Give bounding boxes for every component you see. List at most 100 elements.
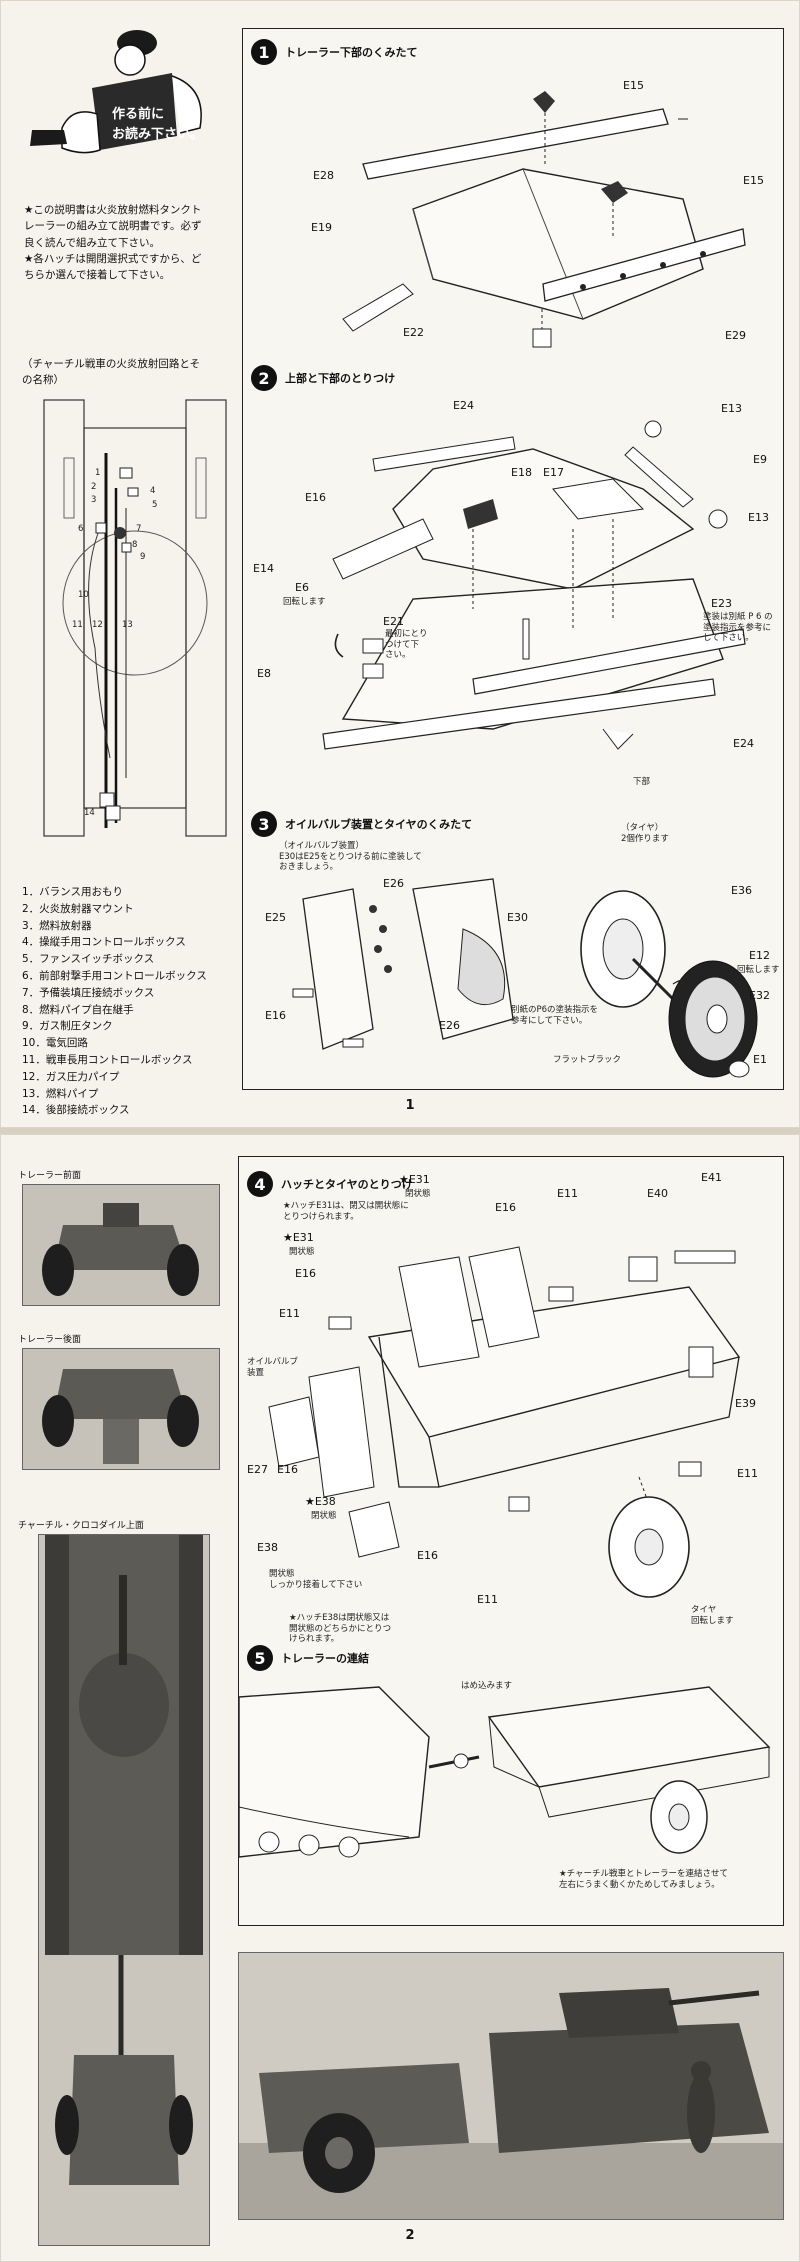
- step3-oil-valve-tire-diagram: [292, 878, 758, 1078]
- diagram-number: 9: [140, 552, 146, 562]
- e21-note: 最初にとり つけて下 さい。: [385, 629, 428, 661]
- legend-item: 13．燃料パイプ: [22, 1087, 99, 1100]
- step3-part-label: E16: [265, 1009, 286, 1022]
- step5-trailer-connection-diagram: [239, 1686, 771, 1858]
- e21-note-line: 最初にとり: [385, 629, 428, 639]
- instruction-page-2: トレーラー前面 トレーラー後面 チャーチル・クロコダイル上面: [0, 1134, 800, 2262]
- step4-part-label: E16: [417, 1549, 438, 1562]
- diagram-number: 8: [132, 540, 138, 550]
- oil-valve-label-line: 装置: [247, 1367, 265, 1378]
- step3-title: 3 オイルバルブ装置とタイヤのくみたて: [251, 811, 472, 837]
- oil-valve-label-line: オイルバルブ: [247, 1357, 299, 1367]
- diagram-number: 12: [92, 620, 103, 630]
- diagram-number: 2: [91, 482, 97, 492]
- hatch-note-line: ★ハッチE31は、閉又は開状態に: [283, 1201, 409, 1211]
- step4-part-label: E41: [701, 1171, 722, 1184]
- step1-part-label: E15: [623, 79, 644, 92]
- page-number-1: 1: [405, 1098, 415, 1113]
- e21-note-line: さい。: [385, 650, 411, 661]
- trailer-front-caption: トレーラー前面: [18, 1171, 82, 1181]
- diagram-number: 10: [78, 590, 89, 600]
- circuit-heading-line: （チャーチル戦車の火炎放射回路とそ: [22, 358, 201, 370]
- step2-title: 2 上部と下部のとりつけ: [251, 365, 395, 391]
- step1-lower-trailer-diagram: [342, 91, 746, 348]
- step2-title-text: 上部と下部のとりつけ: [285, 372, 396, 385]
- step2-part-label: E21: [383, 615, 404, 628]
- oil-valve-note-line: おきましょう。: [279, 862, 338, 873]
- attach-note-line: 開状態: [269, 1569, 295, 1579]
- step1-part-label: E15: [743, 174, 764, 187]
- diagram-number: 5: [152, 500, 158, 510]
- e23-paint-note: 塗装は別紙 P 6 の 塗装指示を参考に して下さい。: [703, 612, 773, 644]
- step4-part-label: E16: [277, 1463, 298, 1476]
- intro-line: ★各ハッチは開閉選択式ですから、ど: [24, 252, 202, 265]
- page-separator: [0, 1128, 800, 1134]
- step4-part-label: E27: [247, 1463, 268, 1476]
- step3-part-label: E26: [383, 877, 404, 890]
- legend-item: 14．後部接続ボックス: [22, 1104, 130, 1117]
- step4-title-text: ハッチとタイヤのとりつけ: [281, 1178, 413, 1191]
- attach-note-line: しっかり接着して下さい: [269, 1579, 363, 1590]
- legend-item: 8．燃料パイプ自在継手: [22, 1003, 134, 1016]
- legend-item: 7．予備装填圧接続ボックス: [22, 986, 155, 999]
- step3-part-label: E26: [439, 1019, 460, 1032]
- legend-item: 4．操縦手用コントロールボックス: [22, 936, 186, 949]
- step2-part-label: E23: [711, 597, 732, 610]
- diagram-number: 11: [72, 620, 83, 630]
- step5-note-line: 左右にうまく動くかためしてみましょう。: [559, 1879, 720, 1890]
- step1-part-label: E19: [311, 221, 332, 234]
- step4-title: 4 ハッチとタイヤのとりつけ: [247, 1171, 413, 1197]
- diagram-number: 7: [136, 524, 142, 534]
- oil-valve-sub-note: （オイルバルブ装置） E30はE25をとりつける前に塗装して おきましょう。: [279, 841, 422, 873]
- step2-part-label: E13: [721, 402, 742, 415]
- step4-part-label: E39: [735, 1397, 756, 1410]
- e38-closed-label: 閉状態: [311, 1511, 337, 1521]
- tire-label-line: 回転します: [691, 1615, 734, 1626]
- e38-attach-note: 開状態 しっかり接着して下さい: [269, 1569, 362, 1590]
- intro-line: ちらか選んで接着して下さい。: [24, 269, 171, 282]
- step3-title-text: オイルバルブ装置とタイヤのくみたて: [285, 818, 473, 831]
- step3-number: 3: [251, 811, 277, 837]
- step4-part-label: E11: [557, 1187, 578, 1200]
- e38-note-line: けられます。: [289, 1634, 340, 1645]
- e38-hatch-note: ★ハッチE38は閉状態又は 開状態のどちらかにとりつ けられます。: [289, 1613, 391, 1645]
- e38-note-line: 開状態のどちらかにとりつ: [289, 1623, 392, 1634]
- circuit-heading: （チャーチル戦車の火炎放射回路とそ の名称）: [22, 356, 200, 389]
- circuit-legend: 1．バランス用おもり 2．火炎放射器マウント 3．燃料放射器 4．操縦手用コント…: [22, 884, 207, 1119]
- churchill-crocodile-model-photo: [238, 1952, 784, 2220]
- step5-title-text: トレーラーの連結: [281, 1652, 369, 1665]
- diagram-number: 14: [84, 808, 95, 818]
- step1-part-label: E29: [725, 329, 746, 342]
- step4-hatch-tire-diagram: [268, 1246, 741, 1598]
- step4-part-label: E11: [737, 1467, 758, 1480]
- step2-part-label: E9: [753, 453, 767, 466]
- read-first-line1: 作る前に: [112, 107, 165, 122]
- step3-part-label: E36: [731, 884, 752, 897]
- legend-item: 11．戦車長用コントロールボックス: [22, 1053, 193, 1066]
- e31-closed-label: 閉状態: [405, 1189, 431, 1199]
- step1-part-label: E28: [313, 169, 334, 182]
- intro-line: 良く読んで組み立て下さい。: [24, 236, 160, 249]
- step4-part-label: ★E31: [283, 1231, 314, 1244]
- trailer-rear-photo: [22, 1348, 220, 1470]
- step2-part-label: E17: [543, 466, 564, 479]
- fit-in-label: はめ込みます: [461, 1681, 513, 1691]
- step2-part-label: E8: [257, 667, 271, 680]
- step4-part-label: E16: [295, 1267, 316, 1280]
- trailer-rear-caption: トレーラー後面: [18, 1335, 82, 1345]
- step4-part-label: E16: [495, 1201, 516, 1214]
- step3-part-label: E32: [749, 989, 770, 1002]
- circuit-heading-line: の名称）: [22, 374, 64, 387]
- step4-part-label: E40: [647, 1187, 668, 1200]
- step3-paint-note-line: 別紙のP6の塗装指示を: [511, 1005, 599, 1015]
- legend-item: 2．火炎放射器マウント: [22, 902, 134, 915]
- e23-note-line: 塗装は別紙 P 6 の: [703, 612, 773, 622]
- oil-valve-label: オイルバルブ 装置: [247, 1357, 298, 1378]
- step4-tire-label: タイヤ 回転します: [691, 1605, 734, 1626]
- step4-part-label: ★E38: [305, 1495, 336, 1508]
- tire-note-line: 2個作ります: [621, 833, 669, 844]
- step3-paint-note: 別紙のP6の塗装指示を 参考にして下さい。: [511, 1005, 598, 1026]
- step5-note-line: ★チャーチル戦車とトレーラーを連結させて: [559, 1869, 729, 1879]
- diagram-number: 4: [150, 486, 156, 496]
- step2-part-label: E16: [305, 491, 326, 504]
